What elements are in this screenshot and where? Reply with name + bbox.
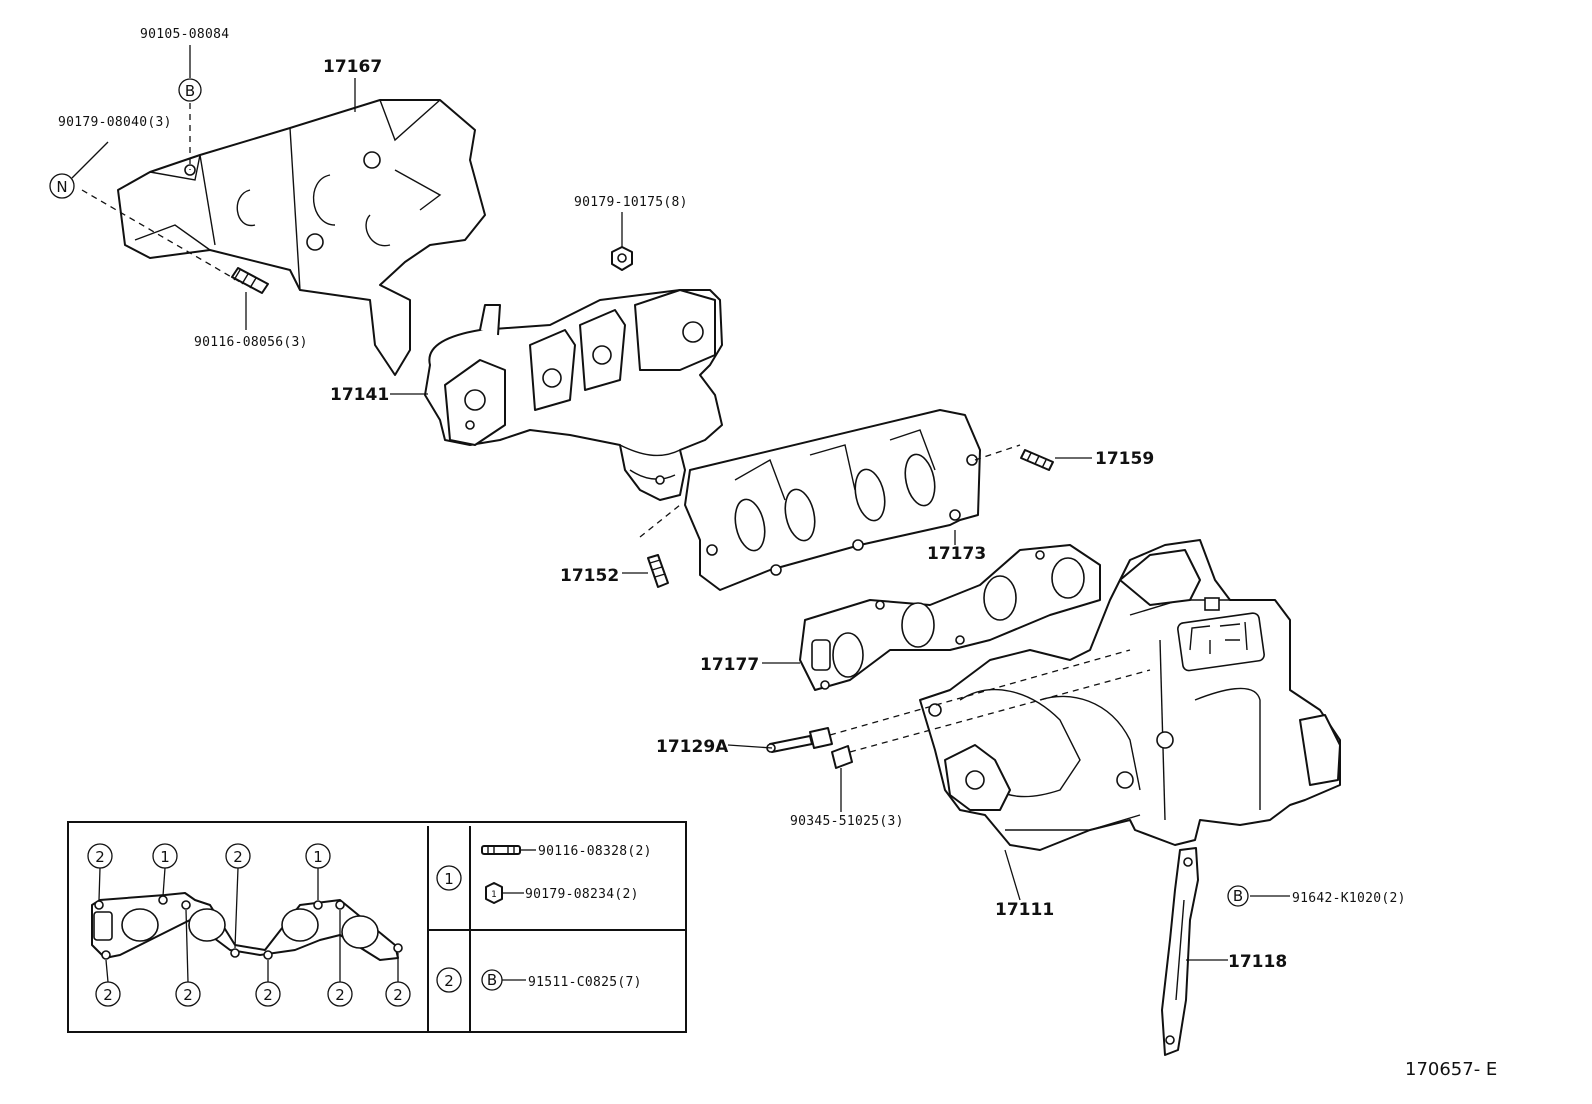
- bolt-17129A: [766, 727, 833, 753]
- stud-icon: [481, 845, 521, 855]
- heat-shield-17167: [117, 99, 486, 376]
- gasket-17173: [684, 409, 981, 591]
- callout-labels: 90105-08084 17167 90179-08040(3) 90179-1…: [58, 27, 1497, 1080]
- svg-text:B: B: [487, 971, 497, 989]
- inset-marker-2: 2: [225, 843, 251, 869]
- nut-90345-51025: [831, 745, 853, 769]
- stud-17152: [647, 554, 669, 588]
- assembly-lines: [81, 103, 1151, 753]
- inset-bolt-pattern: 2 1 2 1 2 2 2 2 2 1 90116-08328(2) 1: [67, 821, 687, 1033]
- svg-text:2: 2: [263, 986, 273, 1004]
- part-90116-08328: 90116-08328(2): [538, 844, 652, 859]
- label-17152: 17152: [560, 566, 619, 586]
- svg-text:1: 1: [313, 848, 323, 866]
- inset-marker-2: 2: [385, 981, 411, 1007]
- label-17177: 17177: [700, 655, 759, 675]
- label-17118: 17118: [1228, 952, 1287, 972]
- svg-text:2: 2: [95, 848, 105, 866]
- stay-17118: [1161, 847, 1199, 1056]
- stud-17159: [1020, 449, 1054, 471]
- inset-row-2: 2 B 91511-C0825(7): [436, 967, 642, 993]
- diagram-reference-code: 170657- E: [1405, 1059, 1497, 1080]
- svg-text:2: 2: [393, 986, 403, 1004]
- gasket-17177: [799, 544, 1101, 691]
- svg-text:2: 2: [183, 986, 193, 1004]
- inset-marker-1: 1: [305, 843, 331, 869]
- nut-90179-10175: [611, 246, 633, 271]
- inset-marker-2: 2: [87, 843, 113, 869]
- svg-text:B: B: [185, 82, 195, 100]
- inset-marker-2: 2: [255, 981, 281, 1007]
- leader-lines: [71, 45, 1290, 961]
- svg-text:1: 1: [491, 890, 497, 900]
- label-17111: 17111: [995, 900, 1054, 920]
- label-91642-K1020: 91642-K1020(2): [1292, 891, 1406, 906]
- svg-text:1: 1: [444, 870, 454, 888]
- exhaust-manifold-17141: [424, 289, 723, 501]
- marker-b-right: B: [1227, 885, 1249, 907]
- inset-marker-2: 2: [175, 981, 201, 1007]
- svg-text:2: 2: [335, 986, 345, 1004]
- svg-text:2: 2: [233, 848, 243, 866]
- label-17173: 17173: [927, 544, 986, 564]
- marker-n: N: [49, 173, 75, 199]
- label-90116-08056: 90116-08056(3): [194, 335, 308, 350]
- nut-icon: 1: [485, 882, 503, 904]
- inset-marker-2: 2: [327, 981, 353, 1007]
- part-90179-08234: 90179-08234(2): [525, 887, 639, 902]
- inset-marker-2: 2: [95, 981, 121, 1007]
- label-90105-08084: 90105-08084: [140, 27, 229, 42]
- part-91511-C0825: 91511-C0825(7): [528, 975, 642, 990]
- svg-text:N: N: [56, 178, 67, 196]
- label-90345-51025: 90345-51025(3): [790, 814, 904, 829]
- label-90179-10175: 90179-10175(8): [574, 195, 688, 210]
- intake-manifold-17111: [919, 539, 1341, 851]
- svg-text:B: B: [1233, 887, 1243, 905]
- label-17141: 17141: [330, 385, 389, 405]
- svg-text:2: 2: [444, 972, 454, 990]
- label-17159: 17159: [1095, 449, 1154, 469]
- svg-text:1: 1: [160, 848, 170, 866]
- label-17167: 17167: [323, 57, 382, 77]
- label-17129A: 17129A: [656, 737, 729, 757]
- label-90179-08040: 90179-08040(3): [58, 115, 172, 130]
- inset-row-1: 1 90116-08328(2) 1 90179-08234(2): [436, 844, 652, 904]
- svg-text:2: 2: [103, 986, 113, 1004]
- stud-90116-08056: [231, 267, 269, 294]
- marker-b-top: B: [178, 78, 202, 102]
- inset-marker-1: 1: [152, 843, 178, 869]
